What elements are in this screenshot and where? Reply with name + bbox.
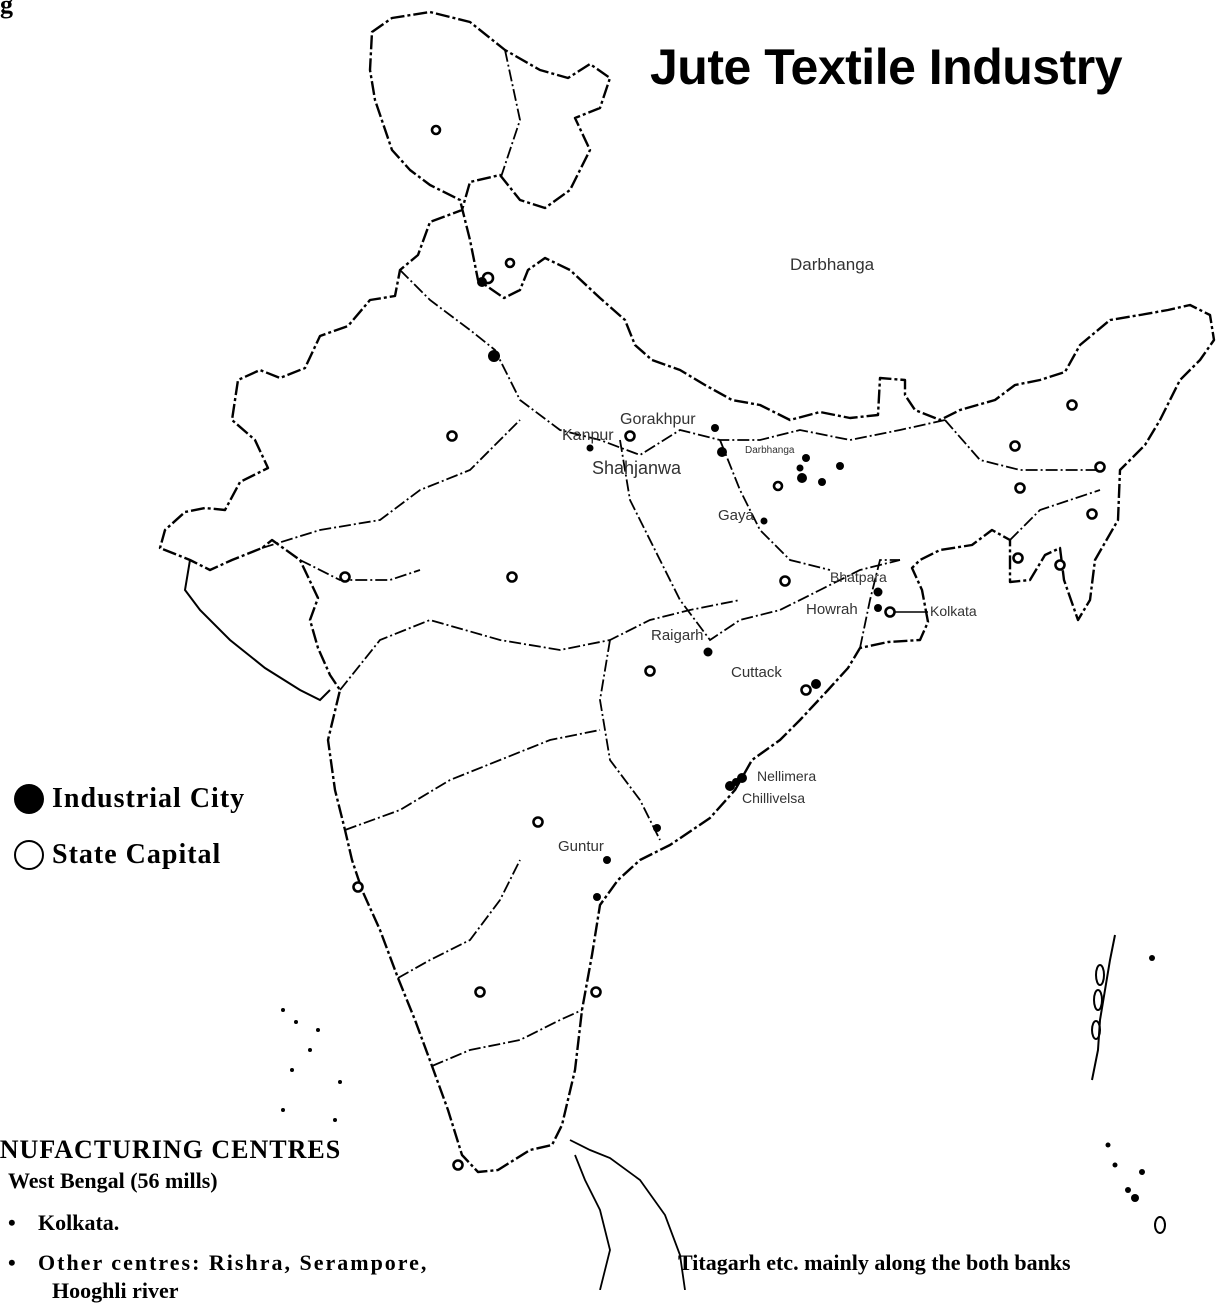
capital-hyderabad-marker: [532, 816, 544, 828]
list-item-continuation: Titagarh etc. mainly along the both bank…: [678, 1250, 1071, 1275]
label-gorakhpur: Gorakhpur: [620, 411, 696, 428]
open-circle-icon: [14, 840, 44, 870]
label-darbhanga-large: Darbhanga: [790, 255, 875, 274]
legend-state-capital: State Capital: [14, 839, 314, 871]
label-kanpur: Kanpur: [562, 427, 614, 444]
capital-jaipur-marker: [446, 430, 458, 442]
city-gorakhpur-dot: [711, 424, 719, 432]
label-nellimera: Nellimera: [757, 768, 816, 784]
capital-raipur-marker: [644, 665, 656, 677]
section-subheading: West Bengal (56 mills): [8, 1168, 218, 1193]
capital-bhubaneswar-marker: [800, 684, 812, 696]
section-heading: ANUFACTURING CENTRES: [0, 1135, 342, 1164]
label-darbhanga-small: Darbhanga: [745, 445, 795, 456]
list-item-kolkata: • Kolkata.: [8, 1210, 119, 1236]
label-kolkata: Kolkata: [930, 603, 977, 619]
india-outline: [158, 10, 1216, 1174]
city-bhatpara-dot: [873, 587, 883, 597]
gujarat-coast: [183, 559, 331, 702]
andaman-nicobar-islands: [1091, 934, 1166, 1234]
capital-chennai-marker: [590, 986, 602, 998]
capital-patna-marker: [779, 575, 791, 587]
capital-shimla-marker: [504, 257, 516, 269]
capital-agartala-marker: [1012, 552, 1024, 564]
capital-gandhinagar-marker: [339, 571, 351, 583]
city-howrah-dot: [874, 604, 882, 612]
label-gaya: Gaya: [718, 507, 755, 524]
bullet-icon: •: [8, 1250, 16, 1275]
legend-state-capital-label: State Capital: [52, 839, 222, 870]
list-item-text: Other centres: Rishra, Serampore,: [38, 1250, 429, 1275]
city-gaya-dot: [760, 517, 768, 525]
label-guntur: Guntur: [558, 838, 604, 855]
capital-shillong-marker: [1014, 482, 1026, 494]
label-shahjanwa: Shahjanwa: [592, 458, 682, 478]
legend-industrial-city: Industrial City: [14, 783, 314, 815]
label-chillivelsa: Chillivelsa: [742, 790, 805, 806]
cut-off-heading-fragment: g: [0, 0, 13, 19]
map-title: Jute Textile Industry: [650, 39, 1123, 95]
capital-kohima-marker: [1094, 461, 1106, 473]
city-shahjanwa-dot: [717, 447, 727, 457]
capital-thiruvananthapuram-marker: [452, 1159, 464, 1171]
capital-panaji-marker: [352, 881, 364, 893]
city-raigarh-dot: [703, 647, 713, 657]
state-boundaries: [261, 49, 1101, 1067]
label-bhatpara: Bhatpara: [830, 569, 887, 585]
label-cuttack: Cuttack: [731, 664, 782, 681]
city-kanpur-dot: [586, 444, 594, 452]
cut-off-line: Hooghli river: [52, 1278, 179, 1303]
capital-bhopal-marker: [506, 571, 518, 583]
capital-imphal-marker: [1086, 508, 1098, 520]
capital-gangtok-marker: [1066, 399, 1078, 411]
capital-kolkata-marker: [884, 606, 896, 618]
capital-bangalore-marker: [474, 986, 486, 998]
capital-lucknow-marker: [624, 430, 636, 442]
filled-circle-icon: [14, 784, 44, 814]
capital-aizawl-marker: [1054, 559, 1066, 571]
label-raigarh: Raigarh: [651, 627, 704, 644]
city-cuttack-dot: [811, 679, 821, 689]
bullet-icon: •: [8, 1210, 16, 1235]
city-guntur-dot: [603, 856, 611, 864]
list-item-other-centres: • Other centres: Rishra, Serampore,: [8, 1250, 428, 1276]
legend: Industrial City State Capital: [14, 783, 314, 871]
sri-lanka-outline: [569, 1139, 686, 1290]
legend-industrial-city-label: Industrial City: [52, 783, 246, 814]
list-item-text: Kolkata.: [38, 1210, 120, 1235]
industrial-city-markers: [477, 277, 883, 901]
capital-dispur-marker: [1009, 440, 1021, 452]
label-howrah: Howrah: [806, 601, 858, 618]
city-darbhanga-dot: [802, 454, 810, 462]
lakshadweep-islands: [281, 1008, 342, 1122]
state-capital-markers: [339, 124, 1106, 1171]
capital-darbhanga-small-marker: [772, 480, 784, 492]
capital-srinagar-marker: [430, 124, 442, 136]
